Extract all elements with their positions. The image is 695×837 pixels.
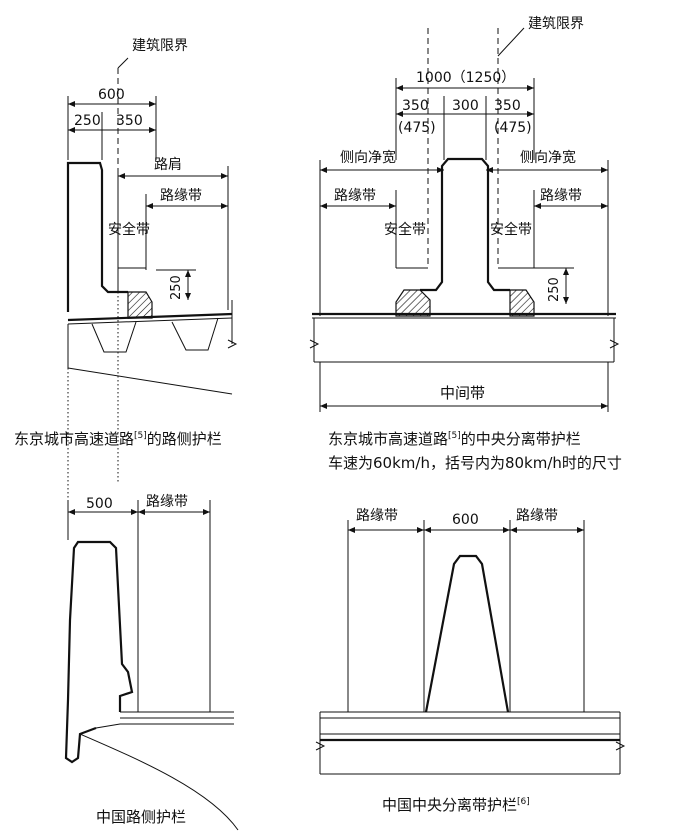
tokyo-median-panel: 建筑限界 1000（1250） 350 300 350 (475) (475) …: [309, 16, 622, 472]
curb-strip-left-4: 路缘带: [356, 508, 398, 524]
dim-600-median: 600: [452, 512, 479, 528]
building-limit-label-2: 建筑限界: [528, 16, 584, 32]
height-250-1: 250: [169, 275, 184, 300]
china-median-panel: 路缘带 600 路缘带 中国中央分离带护栏[6]: [315, 508, 626, 814]
lateral-clearance-left: 侧向净宽: [340, 149, 396, 166]
caption-tokyo-median: 东京城市高速道路[5]的中央分离带护栏: [328, 430, 581, 448]
lateral-clearance-right: 侧向净宽: [520, 149, 576, 166]
curb-strip-right-4: 路缘带: [516, 508, 558, 524]
safety-strip-left: 安全带: [384, 221, 426, 238]
caption-tokyo-roadside: 东京城市高速道路[5]的路侧护栏: [14, 430, 222, 448]
dim-300: 300: [452, 98, 479, 114]
caption-tokyo-median-note: 车速为60km/h，括号内为80km/h时的尺寸: [328, 454, 622, 472]
tokyo-roadside-panel: 建筑限界 600 250 350 路肩 路缘带 安全带 250: [14, 38, 238, 520]
curb-strip-right: 路缘带: [540, 188, 582, 204]
shoulder-label: 路肩: [154, 157, 182, 173]
dim-475-left: (475): [398, 120, 436, 136]
dim-250: 250: [74, 113, 101, 129]
caption-china-roadside: 中国路侧护栏: [96, 808, 186, 826]
dim-600: 600: [98, 87, 125, 103]
curb-strip-label-3: 路缘带: [146, 494, 188, 510]
dim-350-left: 350: [402, 98, 429, 114]
dim-350-right: 350: [494, 98, 521, 114]
dim-350: 350: [116, 113, 143, 129]
safety-strip-label-1: 安全带: [108, 221, 150, 238]
caption-china-median: 中国中央分离带护栏[6]: [382, 796, 530, 814]
dim-475-right: (475): [494, 120, 532, 136]
safety-strip-right: 安全带: [490, 221, 532, 238]
curb-strip-left: 路缘带: [334, 188, 376, 204]
dim-1000: 1000（1250）: [416, 70, 515, 86]
china-roadside-panel: 500 路缘带 中国路侧护栏: [64, 494, 239, 831]
dim-500: 500: [86, 496, 113, 512]
curb-strip-label-1: 路缘带: [160, 188, 202, 204]
height-250-2: 250: [547, 277, 562, 302]
building-limit-label-1: 建筑限界: [132, 38, 188, 54]
median-label: 中间带: [440, 384, 485, 402]
